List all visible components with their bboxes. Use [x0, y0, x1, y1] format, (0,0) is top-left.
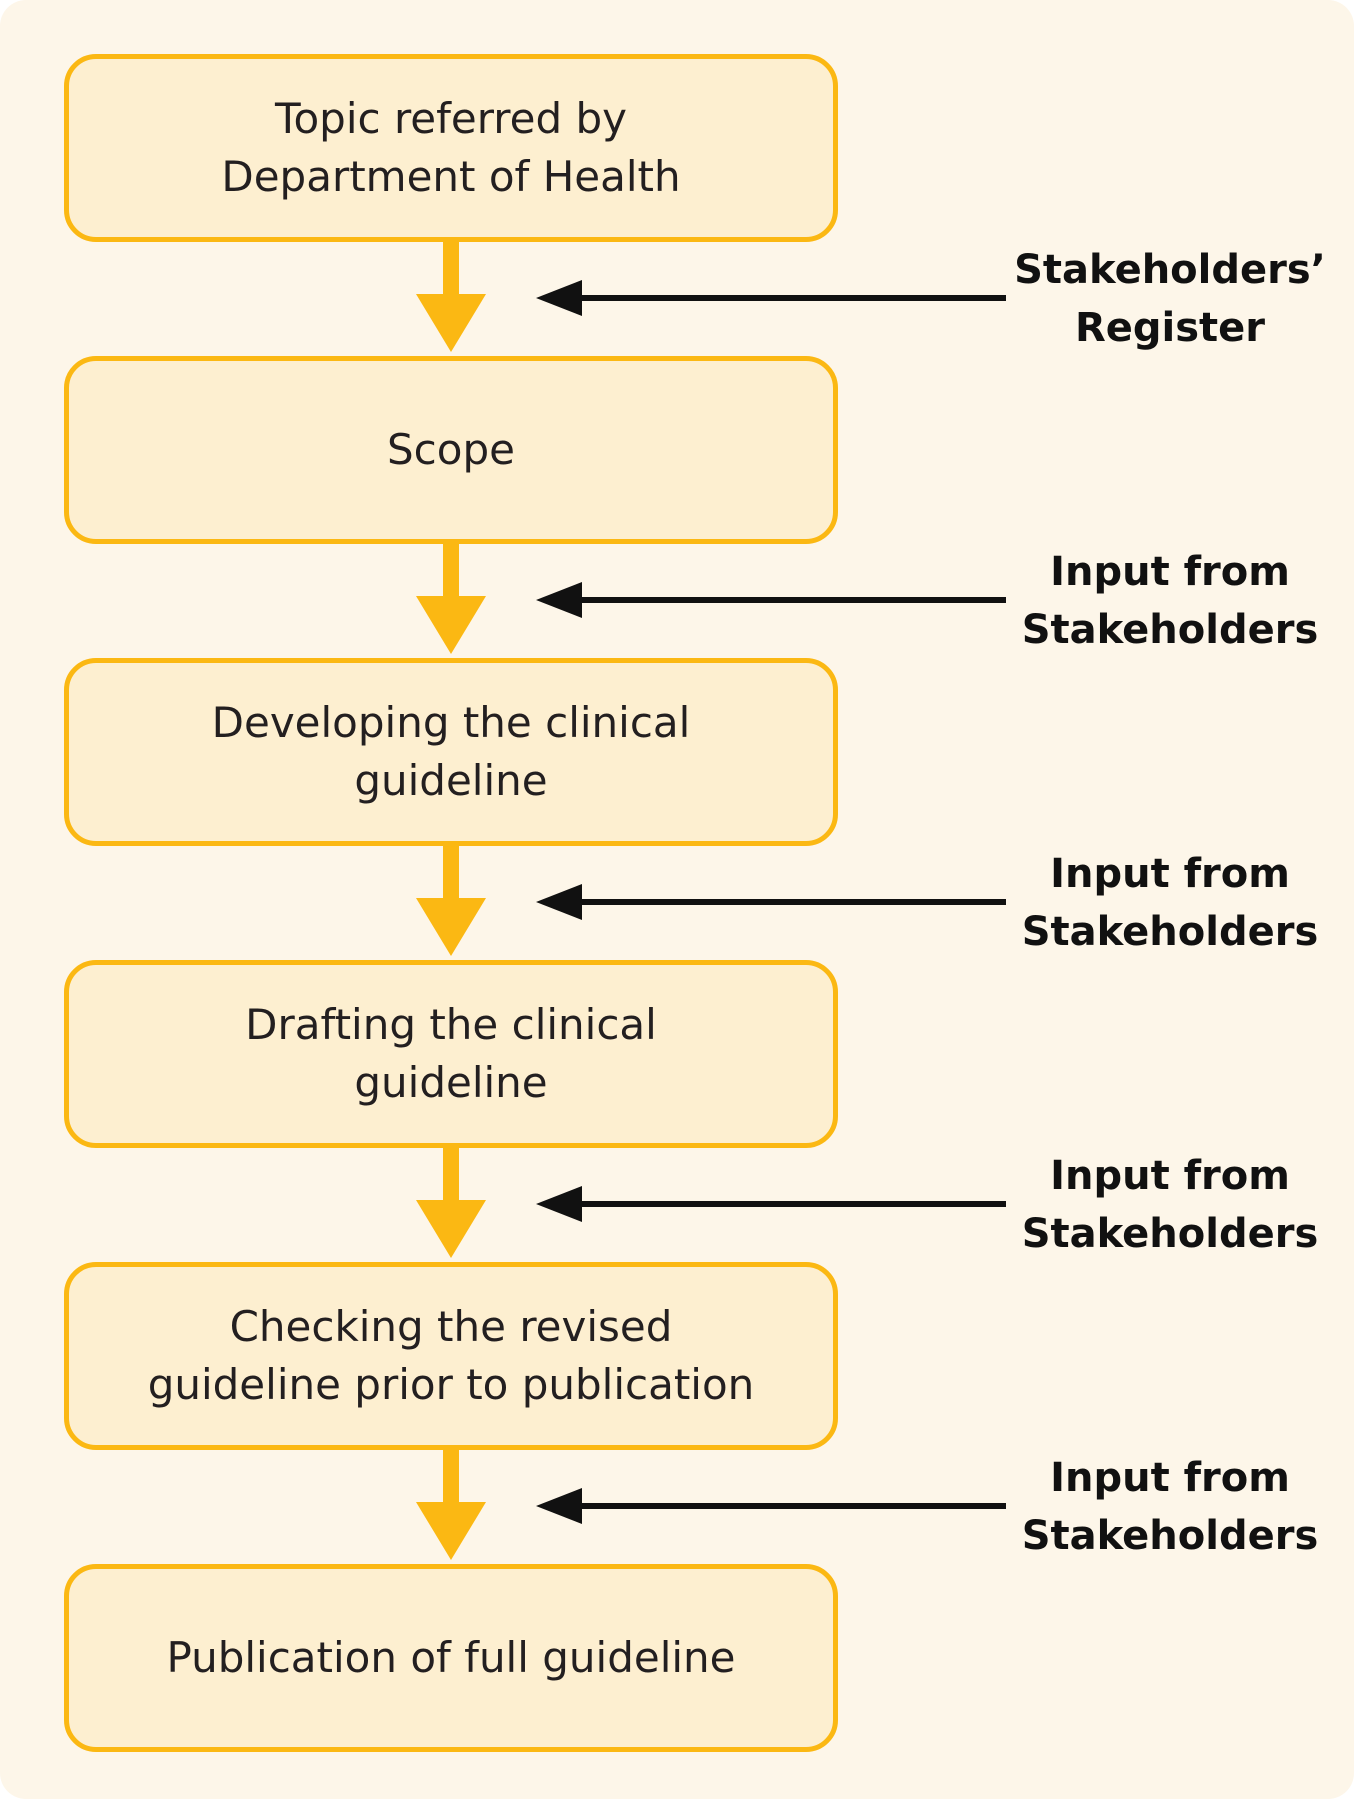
stage-developing: Developing the clinical guideline: [64, 658, 838, 846]
stage-label: Checking the revised guideline prior to …: [147, 1302, 755, 1409]
input-arrow-1: [536, 280, 1006, 316]
flow-arrow-3: [416, 846, 486, 956]
flow-arrow-4: [416, 1148, 486, 1258]
input-arrow-2: [536, 582, 1006, 618]
flow-arrow-1: [416, 242, 486, 352]
stage-label: Scope: [387, 425, 515, 474]
annotation-input-from-stakeholders: Input from Stakeholders: [1021, 1153, 1319, 1257]
annotation-input-from-stakeholders: Input from Stakeholders: [1021, 851, 1319, 955]
input-arrow-4: [536, 1186, 1006, 1222]
annotation-input-from-stakeholders: Input from Stakeholders: [1021, 1455, 1319, 1559]
stage-label: Topic referred by Department of Health: [221, 94, 681, 201]
stage-label: Publication of full guideline: [166, 1633, 736, 1682]
flow-arrow-5: [416, 1450, 486, 1560]
stage-publication: Publication of full guideline: [64, 1564, 838, 1752]
stage-label: Drafting the clinical guideline: [245, 1000, 657, 1107]
stage-label: Developing the clinical guideline: [211, 698, 691, 805]
stage-checking: Checking the revised guideline prior to …: [64, 1262, 838, 1450]
input-arrow-3: [536, 884, 1006, 920]
annotation-stakeholders-register: Stakeholders’ Register: [1014, 247, 1326, 351]
input-arrow-5: [536, 1488, 1006, 1524]
stage-drafting: Drafting the clinical guideline: [64, 960, 838, 1148]
annotation-input-from-stakeholders: Input from Stakeholders: [1021, 549, 1319, 653]
flow-arrow-2: [416, 544, 486, 654]
stage-topic-referred: Topic referred by Department of Health: [64, 54, 838, 242]
stage-scope: Scope: [64, 356, 838, 544]
